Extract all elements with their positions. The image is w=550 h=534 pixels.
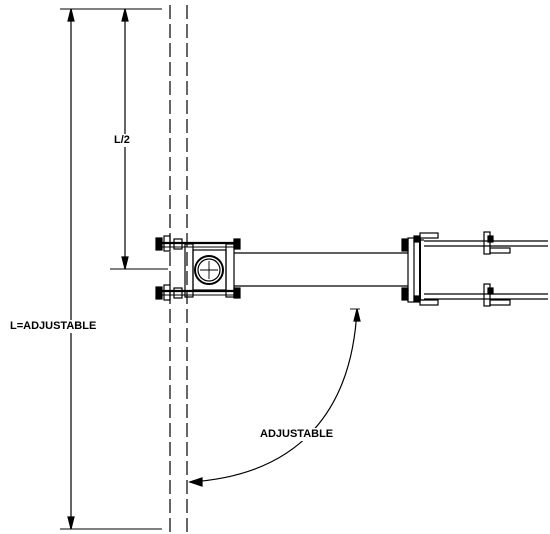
pole (169, 5, 188, 532)
extension-lines (60, 8, 360, 530)
arm-tube (234, 252, 408, 287)
end-bracket (401, 232, 548, 306)
pole-clamp (155, 235, 241, 301)
rail-clips (483, 231, 511, 307)
label-angle: ADJUSTABLE (260, 428, 334, 441)
label-half-length: L/2 (114, 134, 130, 147)
dimension-total-length (67, 8, 75, 530)
dimension-angle (188, 308, 361, 487)
label-total-length: L=ADJUSTABLE (10, 320, 97, 333)
pipe-section (194, 255, 224, 285)
